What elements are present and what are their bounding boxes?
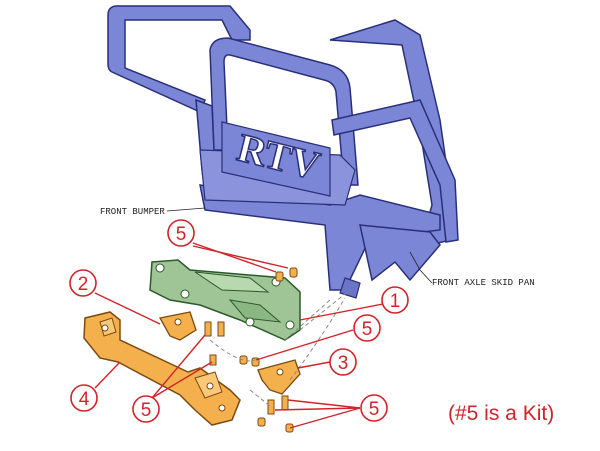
svg-text:FRONT BUMPER: FRONT BUMPER	[100, 207, 165, 217]
callout-1: 1	[381, 286, 409, 314]
front-mount-bracket	[149, 259, 301, 341]
hardware-kit	[204, 267, 298, 433]
svg-text:1: 1	[390, 291, 401, 312]
front-bumper-label: FRONT BUMPER	[100, 207, 206, 217]
svg-text:2: 2	[78, 274, 89, 295]
callout-5-top: 5	[167, 219, 195, 247]
svg-text:4: 4	[79, 389, 90, 410]
callout-5-bottom-right: 5	[360, 394, 388, 422]
assembly-lines	[209, 289, 351, 407]
front-mount-beam	[83, 311, 241, 426]
svg-text:5: 5	[369, 399, 380, 420]
callout-4: 4	[70, 384, 98, 412]
svg-text:3: 3	[338, 353, 349, 374]
front-axle-skid-pan-label: FRONT AXLE SKID PAN	[409, 251, 535, 288]
svg-text:5: 5	[141, 400, 152, 421]
right-mount-plate	[257, 359, 301, 395]
callout-5-right-upper: 5	[353, 314, 381, 342]
callout-3: 3	[329, 348, 357, 376]
callout-2: 2	[69, 269, 97, 297]
front-bumper: RTV	[107, 5, 459, 299]
kit-note: (#5 is a Kit)	[448, 402, 554, 425]
svg-text:FRONT AXLE SKID PAN: FRONT AXLE SKID PAN	[432, 278, 535, 288]
svg-text:5: 5	[362, 319, 373, 340]
left-mount-plate	[158, 311, 197, 341]
callout-5-bottom-left: 5	[132, 395, 160, 423]
callout-leaders	[94, 242, 384, 429]
svg-text:5: 5	[176, 224, 187, 245]
